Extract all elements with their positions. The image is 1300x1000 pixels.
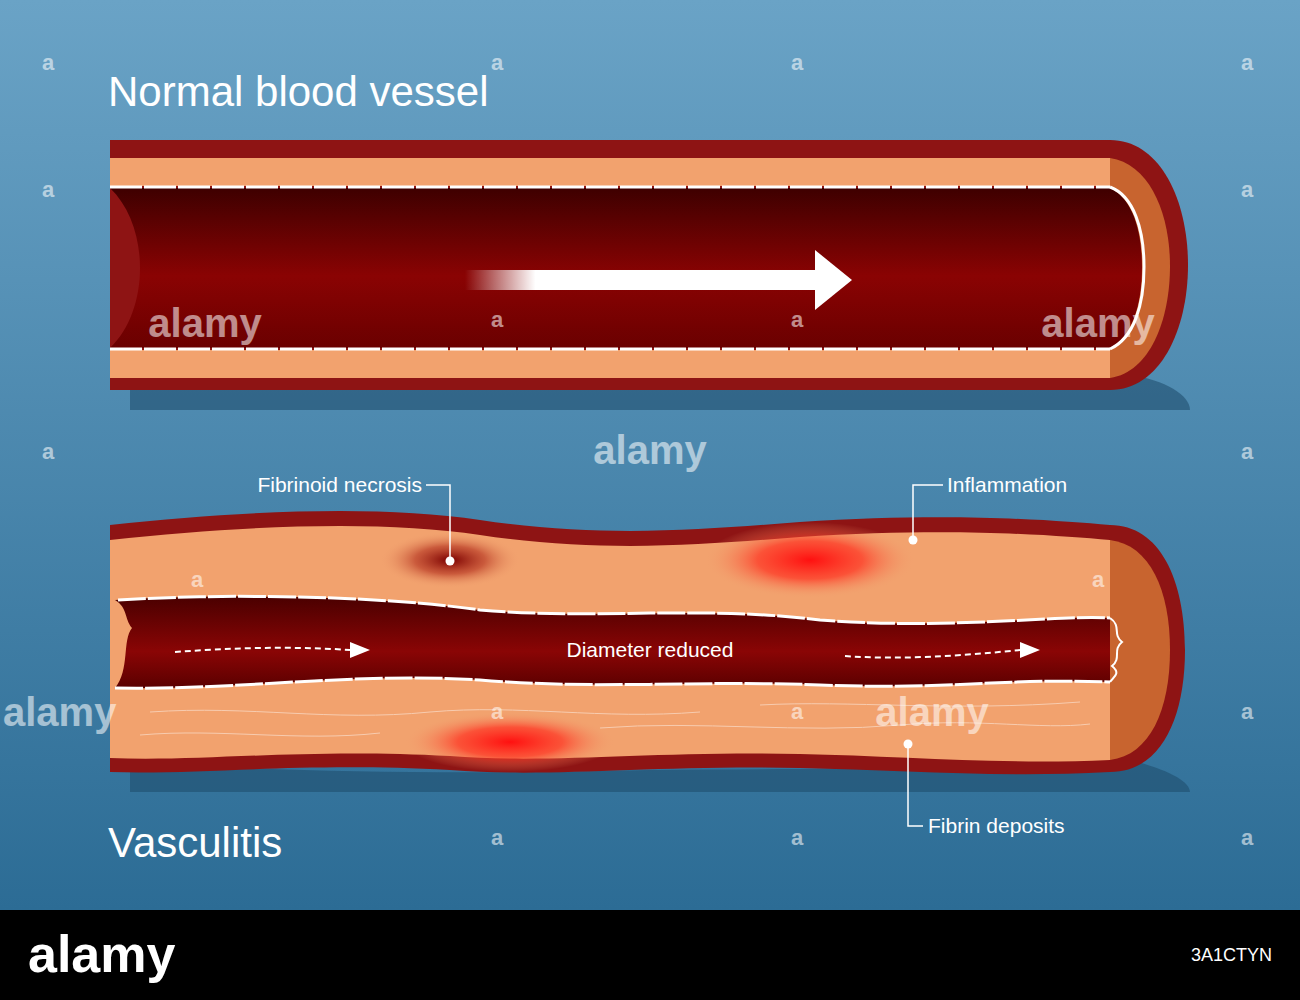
watermark-mark: a: [1241, 439, 1253, 464]
section-heading: Vasculitis: [108, 819, 282, 867]
watermark-mark: a: [491, 307, 503, 332]
watermark-text: alamy: [593, 427, 706, 473]
watermark-mark: a: [791, 307, 803, 332]
watermark-text: alamy: [3, 689, 116, 735]
watermark-mark: a: [791, 699, 803, 724]
watermark-mark: a: [1092, 567, 1104, 592]
watermark-mark: a: [191, 567, 203, 592]
watermark-mark: a: [791, 50, 803, 75]
callout-label: Fibrin deposits: [928, 814, 1065, 838]
watermark-text: alamy: [148, 300, 261, 346]
watermark-mark: a: [1241, 825, 1253, 850]
watermark-text: alamy: [1041, 300, 1154, 346]
watermark-mark: a: [42, 177, 54, 202]
watermark-text: alamy: [875, 689, 988, 735]
watermark-mark: a: [42, 439, 54, 464]
image-id: 3A1CTYN: [1191, 945, 1272, 966]
watermark-mark: a: [491, 50, 503, 75]
watermark-mark: a: [1241, 699, 1253, 724]
callout-label: Diameter reduced: [567, 638, 734, 662]
watermark-mark: a: [1241, 177, 1253, 202]
watermark-mark: a: [491, 699, 503, 724]
callout-label: Inflammation: [947, 473, 1067, 497]
watermark-mark: a: [42, 50, 54, 75]
callout-label: Fibrinoid necrosis: [257, 473, 422, 497]
watermark-mark: a: [791, 825, 803, 850]
section-heading: Normal blood vessel: [108, 68, 489, 116]
brand-logo: alamy: [28, 925, 175, 985]
watermark-mark: a: [1241, 50, 1253, 75]
watermark-mark: a: [491, 825, 503, 850]
